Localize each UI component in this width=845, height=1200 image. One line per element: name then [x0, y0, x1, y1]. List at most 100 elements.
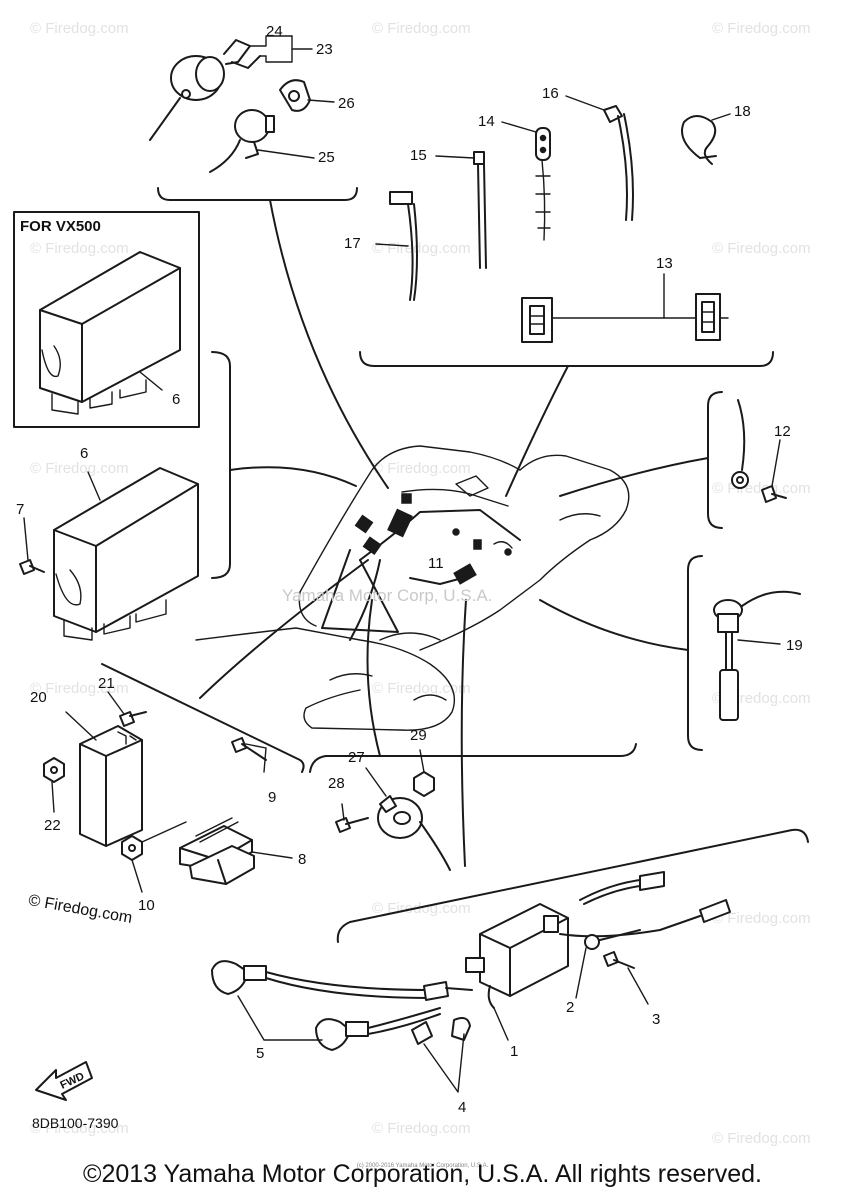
- group-bracket: [309, 743, 637, 773]
- bolt-7: [19, 517, 45, 575]
- callout-29: 29: [410, 727, 427, 744]
- sensor-19: [713, 590, 801, 721]
- callout-10: 10: [138, 897, 155, 914]
- callout-25: 25: [318, 149, 335, 166]
- holder-13: [521, 273, 729, 343]
- lead-wire: [639, 871, 665, 891]
- cdi-unit: [53, 467, 199, 641]
- group-bracket: [157, 187, 358, 201]
- callout-7: 7: [16, 501, 25, 518]
- callout-21: 21: [98, 675, 115, 692]
- group-bracket: [336, 828, 809, 943]
- watermark: © Firedog.com: [712, 1130, 811, 1147]
- spark-plug-caps-5: [211, 960, 473, 1051]
- diagram-code: 8DB100-7390: [32, 1115, 119, 1131]
- watermark: © Firedog.com: [30, 460, 129, 477]
- callout-3: 3: [652, 1011, 661, 1028]
- main-switch: [149, 35, 313, 141]
- callout-22: 22: [44, 817, 61, 834]
- ignition-coil-1: [465, 903, 569, 1041]
- callout-14: 14: [478, 113, 495, 130]
- watermark: © Firedog.com: [372, 240, 471, 257]
- leader-line: [229, 466, 357, 487]
- regulator-8: [179, 817, 293, 885]
- band-14: [501, 121, 551, 241]
- watermark: © Firedog.com: [712, 20, 811, 37]
- callout-12: 12: [774, 423, 791, 440]
- watermark: © Firedog.com: [712, 240, 811, 257]
- callout-5: 5: [256, 1045, 265, 1062]
- watermark: © Firedog.com: [372, 1120, 471, 1137]
- callout-11: 11: [428, 555, 444, 572]
- copyright-notice: ©2013 Yamaha Motor Corporation, U.S.A. A…: [83, 1160, 762, 1188]
- watermark: © Firedog.com: [30, 20, 129, 37]
- leader-line: [539, 599, 689, 651]
- vx500-box: [13, 211, 200, 428]
- band-17: [375, 191, 418, 301]
- lead-wire: [579, 879, 641, 901]
- ground-lead-12: [731, 399, 787, 503]
- sensor-27: [365, 767, 451, 871]
- nut-22: [43, 757, 65, 813]
- callout-15: 15: [410, 147, 427, 164]
- watermark: © Firedog.com: [712, 910, 811, 927]
- tiny-notice: (c) 2000-2016 Yamaha Motor Corporation, …: [356, 1163, 489, 1169]
- nut-10: [121, 821, 187, 893]
- callout-23: 23: [316, 41, 333, 58]
- bolt-3: [603, 951, 649, 1005]
- clamps-4: [411, 1017, 471, 1093]
- snowmobile-outline: [195, 445, 630, 731]
- rectifier-20: [65, 711, 143, 847]
- nut-29: [413, 749, 435, 797]
- lead-wire: [559, 915, 701, 938]
- bolt-9: [231, 737, 267, 773]
- center-watermark: Yamaha Motor Corp, U.S.A.: [282, 586, 493, 605]
- callout-2: 2: [566, 999, 575, 1016]
- watermark: © Firedog.com: [30, 680, 129, 697]
- callout-6: 6: [172, 391, 181, 408]
- bolt-21: [107, 691, 147, 727]
- callout-19: 19: [786, 637, 803, 654]
- lead-wire: [583, 885, 641, 905]
- watermark: © Firedog.com: [372, 460, 471, 477]
- terminal-2: [575, 929, 641, 999]
- clamp-18: [681, 113, 731, 165]
- callout-27: 27: [348, 749, 365, 766]
- callout-6b: 6: [80, 445, 89, 462]
- callout-13: 13: [656, 255, 673, 272]
- callout-4: 4: [458, 1099, 467, 1116]
- callout-8: 8: [298, 851, 307, 868]
- watermark: © Firedog.com: [30, 240, 129, 257]
- callout-1: 1: [510, 1043, 519, 1060]
- callout-9: 9: [268, 789, 277, 806]
- watermark: © Firedog.com: [372, 20, 471, 37]
- bolt-28: [335, 803, 369, 833]
- band-16: [565, 95, 634, 221]
- leader-line: [366, 599, 381, 757]
- callout-28: 28: [328, 775, 345, 792]
- leader-line: [460, 599, 467, 867]
- callout-16: 16: [542, 85, 559, 102]
- group-bracket: [687, 555, 703, 751]
- leader-line: [559, 457, 709, 497]
- callout-24: 24: [266, 23, 283, 40]
- fwd-arrow: [35, 1061, 93, 1101]
- vx500-box-label: FOR VX500: [20, 218, 101, 235]
- group-bracket: [211, 351, 231, 579]
- lead-wire: [699, 899, 731, 923]
- callout-18: 18: [734, 103, 751, 120]
- callout-26: 26: [338, 95, 355, 112]
- leader-line: [505, 365, 569, 497]
- band-15: [435, 151, 487, 269]
- clip-26: [279, 79, 335, 112]
- callout-20: 20: [30, 689, 47, 706]
- group-bracket: [359, 351, 774, 367]
- leader-line: [269, 199, 389, 489]
- cdi-unit-vx500: [39, 251, 181, 415]
- switch-25: [209, 109, 315, 173]
- watermark: © Firedog.com: [30, 1120, 129, 1137]
- watermark: © Firedog.com: [372, 680, 471, 697]
- group-bracket: [101, 663, 305, 773]
